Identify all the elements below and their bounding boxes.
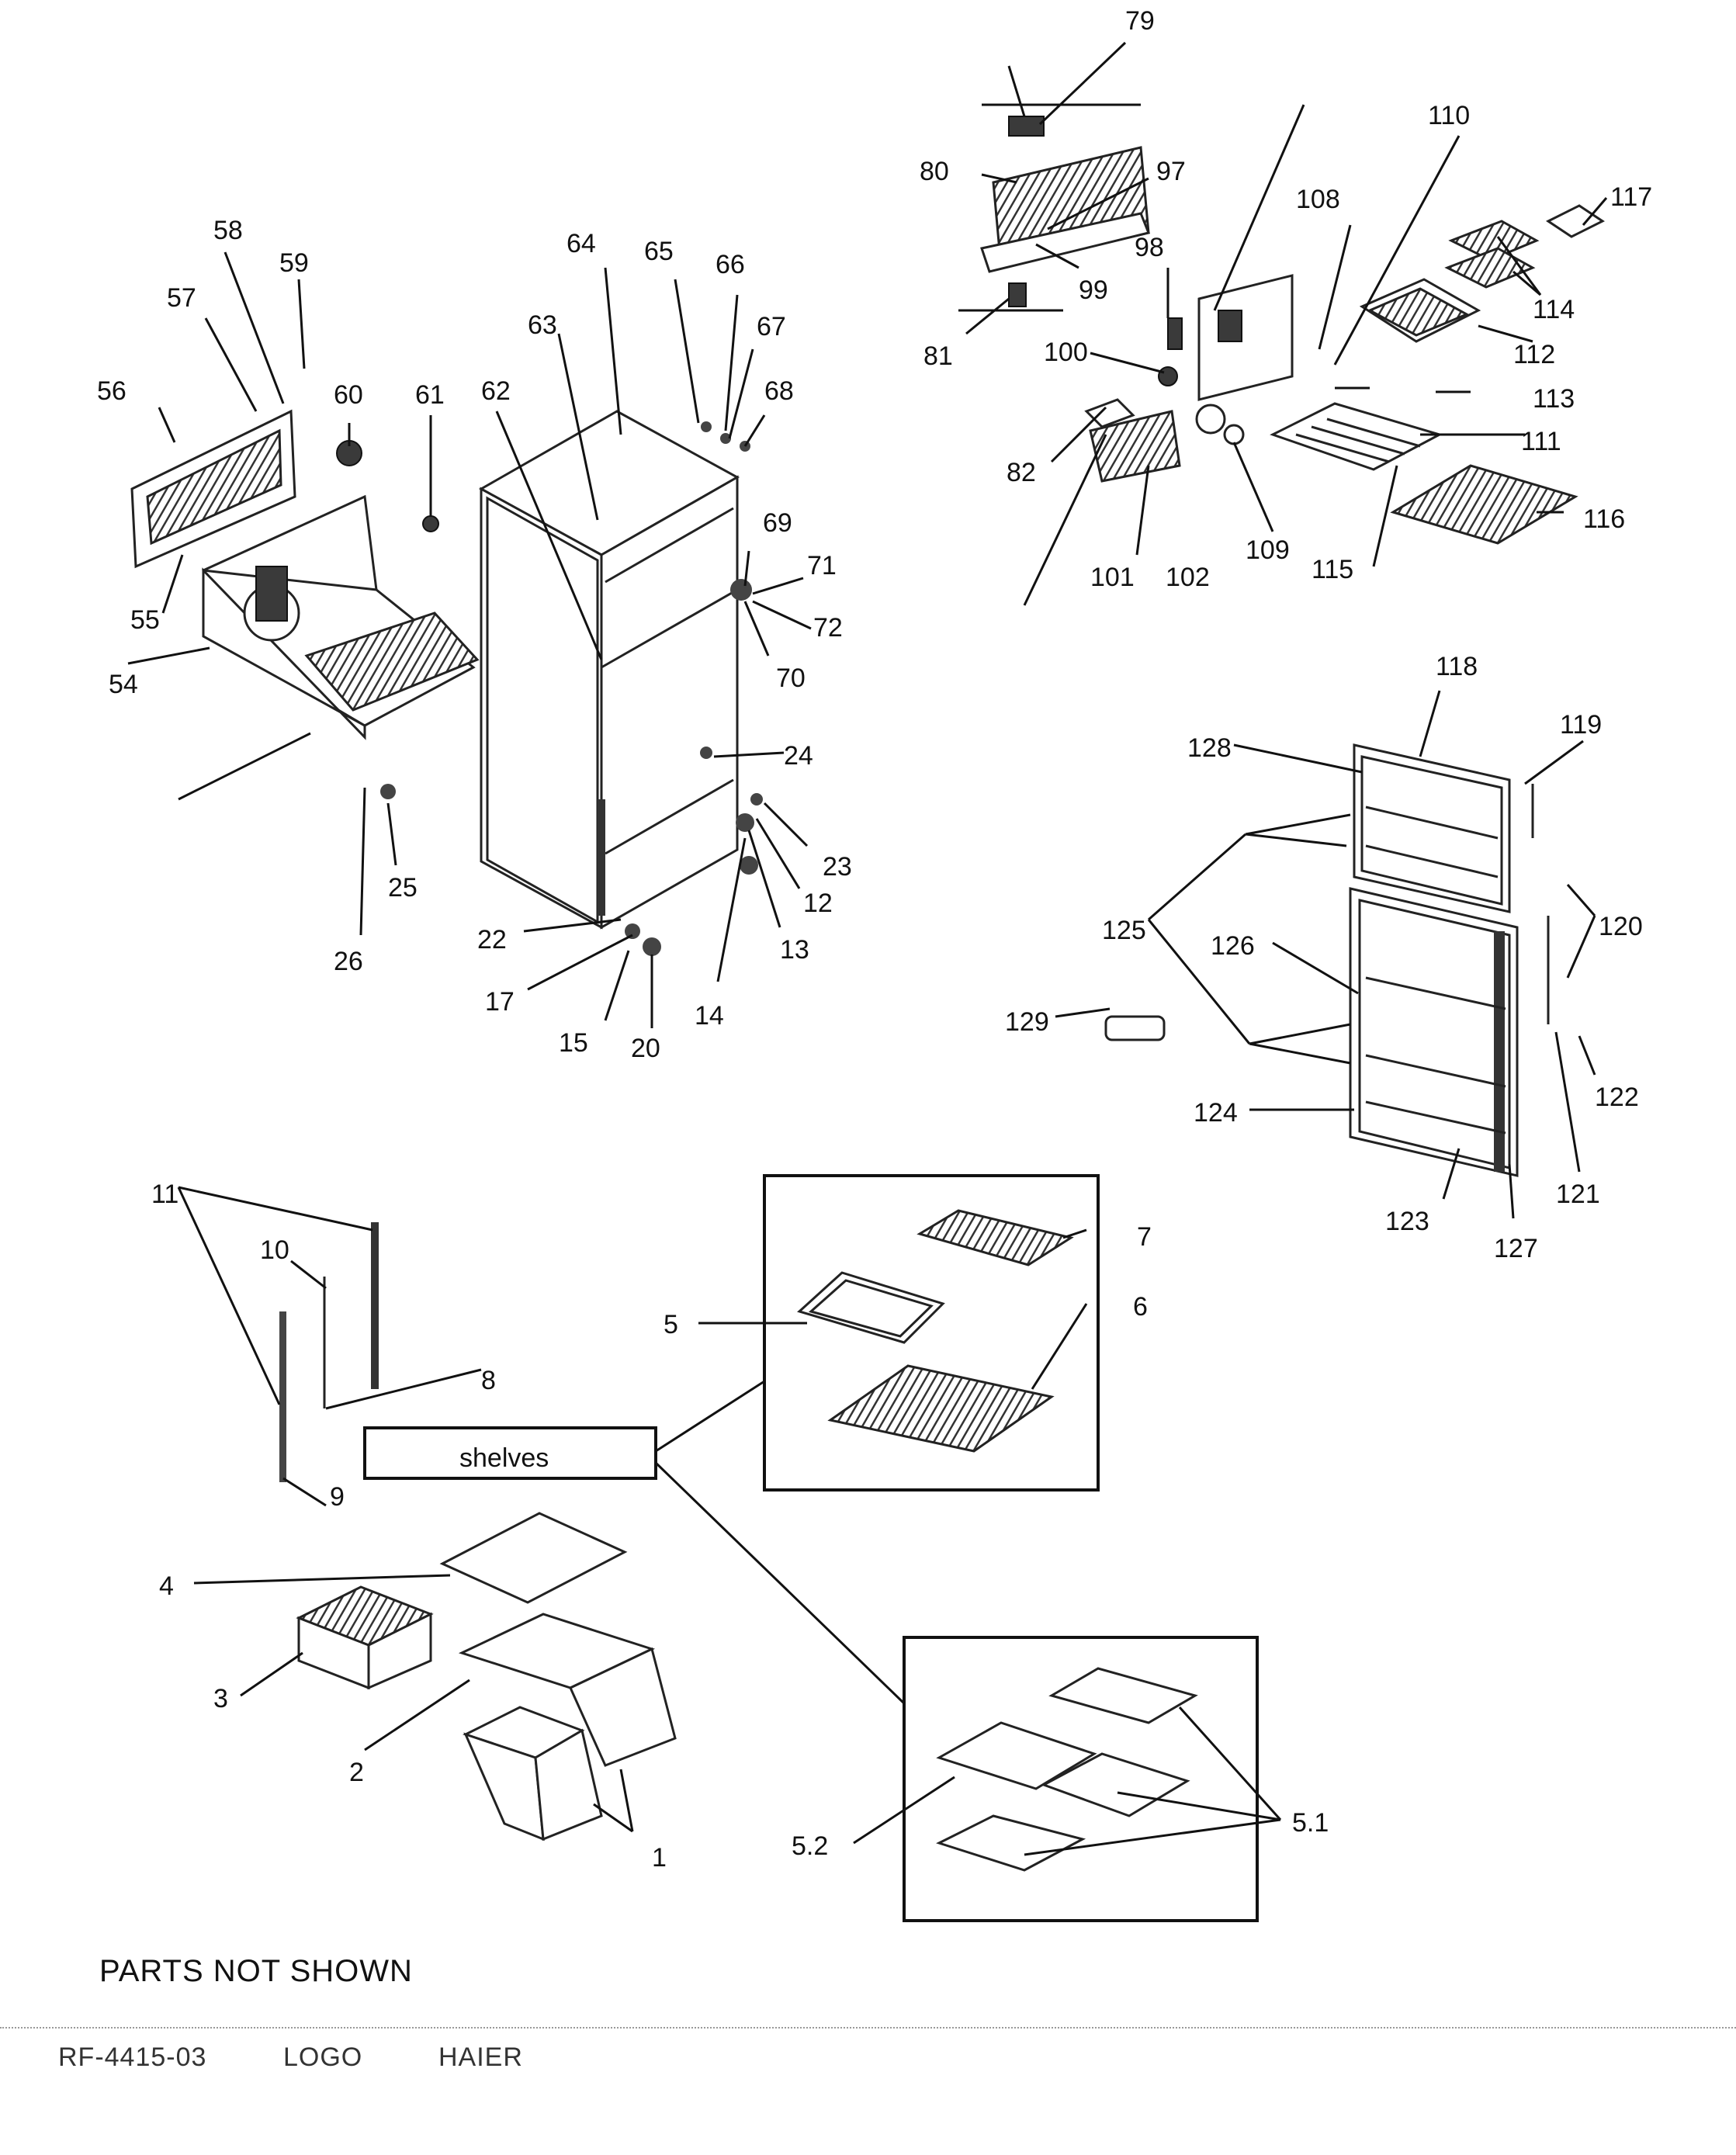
callout-5: 5 — [664, 1310, 678, 1339]
refrigerator-cabinet — [478, 410, 752, 930]
callout-56: 56 — [97, 376, 126, 406]
callout-80: 80 — [920, 157, 949, 186]
callout-67: 67 — [757, 312, 786, 341]
callout-120: 120 — [1599, 912, 1643, 941]
callout-23: 23 — [823, 852, 852, 882]
callout-1: 1 — [652, 1843, 667, 1873]
callout-11: 11 — [151, 1180, 178, 1209]
callout-126: 126 — [1211, 931, 1255, 961]
callout-17: 17 — [485, 987, 515, 1017]
callout-7: 7 — [1137, 1222, 1152, 1252]
callout-125: 125 — [1102, 916, 1146, 945]
callout-113: 113 — [1533, 384, 1575, 414]
callout-128: 128 — [1187, 733, 1232, 763]
callout-20: 20 — [631, 1034, 660, 1063]
callout-109: 109 — [1246, 535, 1290, 565]
callout-8: 8 — [481, 1366, 496, 1395]
callout-64: 64 — [567, 229, 596, 258]
callout-81: 81 — [923, 341, 953, 371]
shelves-label: shelves — [459, 1443, 549, 1473]
callout-100: 100 — [1044, 338, 1088, 367]
callout-123: 123 — [1385, 1207, 1429, 1236]
callout-119: 119 — [1560, 710, 1602, 740]
callout-13: 13 — [780, 935, 809, 965]
evaporator-assembly — [958, 103, 1151, 312]
footer-part-number: RF-4415-03 — [58, 2042, 207, 2072]
callout-108: 108 — [1296, 185, 1340, 214]
callout-9: 9 — [330, 1482, 345, 1512]
callout-70: 70 — [776, 663, 806, 693]
footer-logo: LOGO — [283, 2042, 363, 2072]
callout-58: 58 — [213, 216, 243, 245]
upper-shelves — [797, 1209, 1074, 1453]
footer-divider — [0, 2027, 1736, 2029]
shelves-detail-box-lower — [903, 1636, 1259, 1922]
callout-65: 65 — [644, 237, 674, 266]
hinge-parts — [380, 421, 763, 956]
callout-118: 118 — [1436, 652, 1478, 681]
callout-82: 82 — [1007, 458, 1036, 487]
control-housing — [1084, 274, 1294, 483]
callout-79: 79 — [1125, 6, 1155, 36]
callout-59: 59 — [279, 248, 309, 278]
doors-assembly — [1104, 743, 1550, 1177]
callout-72: 72 — [813, 613, 843, 643]
callout-24: 24 — [784, 741, 813, 771]
freezer-shelves — [1270, 204, 1605, 545]
callout-97: 97 — [1156, 157, 1186, 186]
callout-111: 111 — [1521, 427, 1561, 456]
callout-102: 102 — [1166, 563, 1210, 592]
machine-compartment — [202, 494, 480, 740]
callout-112: 112 — [1513, 340, 1555, 369]
callout-63: 63 — [528, 310, 557, 340]
callout-4: 4 — [159, 1571, 174, 1601]
lower-shelves — [936, 1667, 1198, 1872]
callout-6: 6 — [1133, 1292, 1148, 1322]
callout-71: 71 — [807, 551, 837, 580]
shelves-label-box — [363, 1426, 657, 1480]
callout-117: 117 — [1610, 182, 1652, 212]
callout-62: 62 — [481, 376, 511, 406]
callout-14: 14 — [695, 1001, 724, 1031]
callout-5-1: 5.1 — [1292, 1808, 1329, 1838]
parts-not-shown-heading: PARTS NOT SHOWN — [99, 1954, 413, 1988]
crisper-assembly — [296, 1512, 677, 1841]
callout-114: 114 — [1533, 295, 1575, 324]
callout-99: 99 — [1079, 275, 1108, 305]
callout-numbers: 79 80 97 99 81 98 100 82 101 102 109 108… — [97, 6, 1652, 1873]
callout-12: 12 — [803, 889, 833, 918]
footer-brand: HAIER — [438, 2042, 523, 2072]
condenser-panel — [130, 409, 439, 569]
callout-5-2: 5.2 — [792, 1831, 828, 1861]
callout-116: 116 — [1583, 504, 1625, 534]
callout-101: 101 — [1090, 563, 1135, 592]
callout-25: 25 — [388, 873, 418, 903]
callout-61: 61 — [415, 380, 445, 410]
leader-lines — [127, 41, 1608, 1856]
callout-26: 26 — [334, 947, 363, 976]
callout-68: 68 — [764, 376, 794, 406]
callout-110: 110 — [1428, 101, 1470, 130]
callout-2: 2 — [349, 1758, 364, 1787]
callout-115: 115 — [1312, 555, 1353, 584]
callout-69: 69 — [763, 508, 792, 538]
callout-60: 60 — [334, 380, 363, 410]
callout-15: 15 — [559, 1028, 588, 1058]
callout-129: 129 — [1005, 1007, 1049, 1037]
callout-3: 3 — [213, 1684, 228, 1713]
callout-121: 121 — [1556, 1180, 1600, 1209]
shelf-parts — [279, 1222, 379, 1482]
shelves-detail-box-upper — [763, 1174, 1100, 1492]
callout-54: 54 — [109, 670, 138, 699]
callout-127: 127 — [1494, 1234, 1538, 1263]
callout-98: 98 — [1135, 233, 1164, 262]
callout-22: 22 — [477, 925, 507, 955]
callout-124: 124 — [1194, 1098, 1238, 1128]
callout-66: 66 — [716, 250, 745, 279]
callout-55: 55 — [130, 605, 160, 635]
callout-57: 57 — [167, 283, 196, 313]
callout-122: 122 — [1595, 1083, 1639, 1112]
callout-10: 10 — [260, 1235, 289, 1265]
